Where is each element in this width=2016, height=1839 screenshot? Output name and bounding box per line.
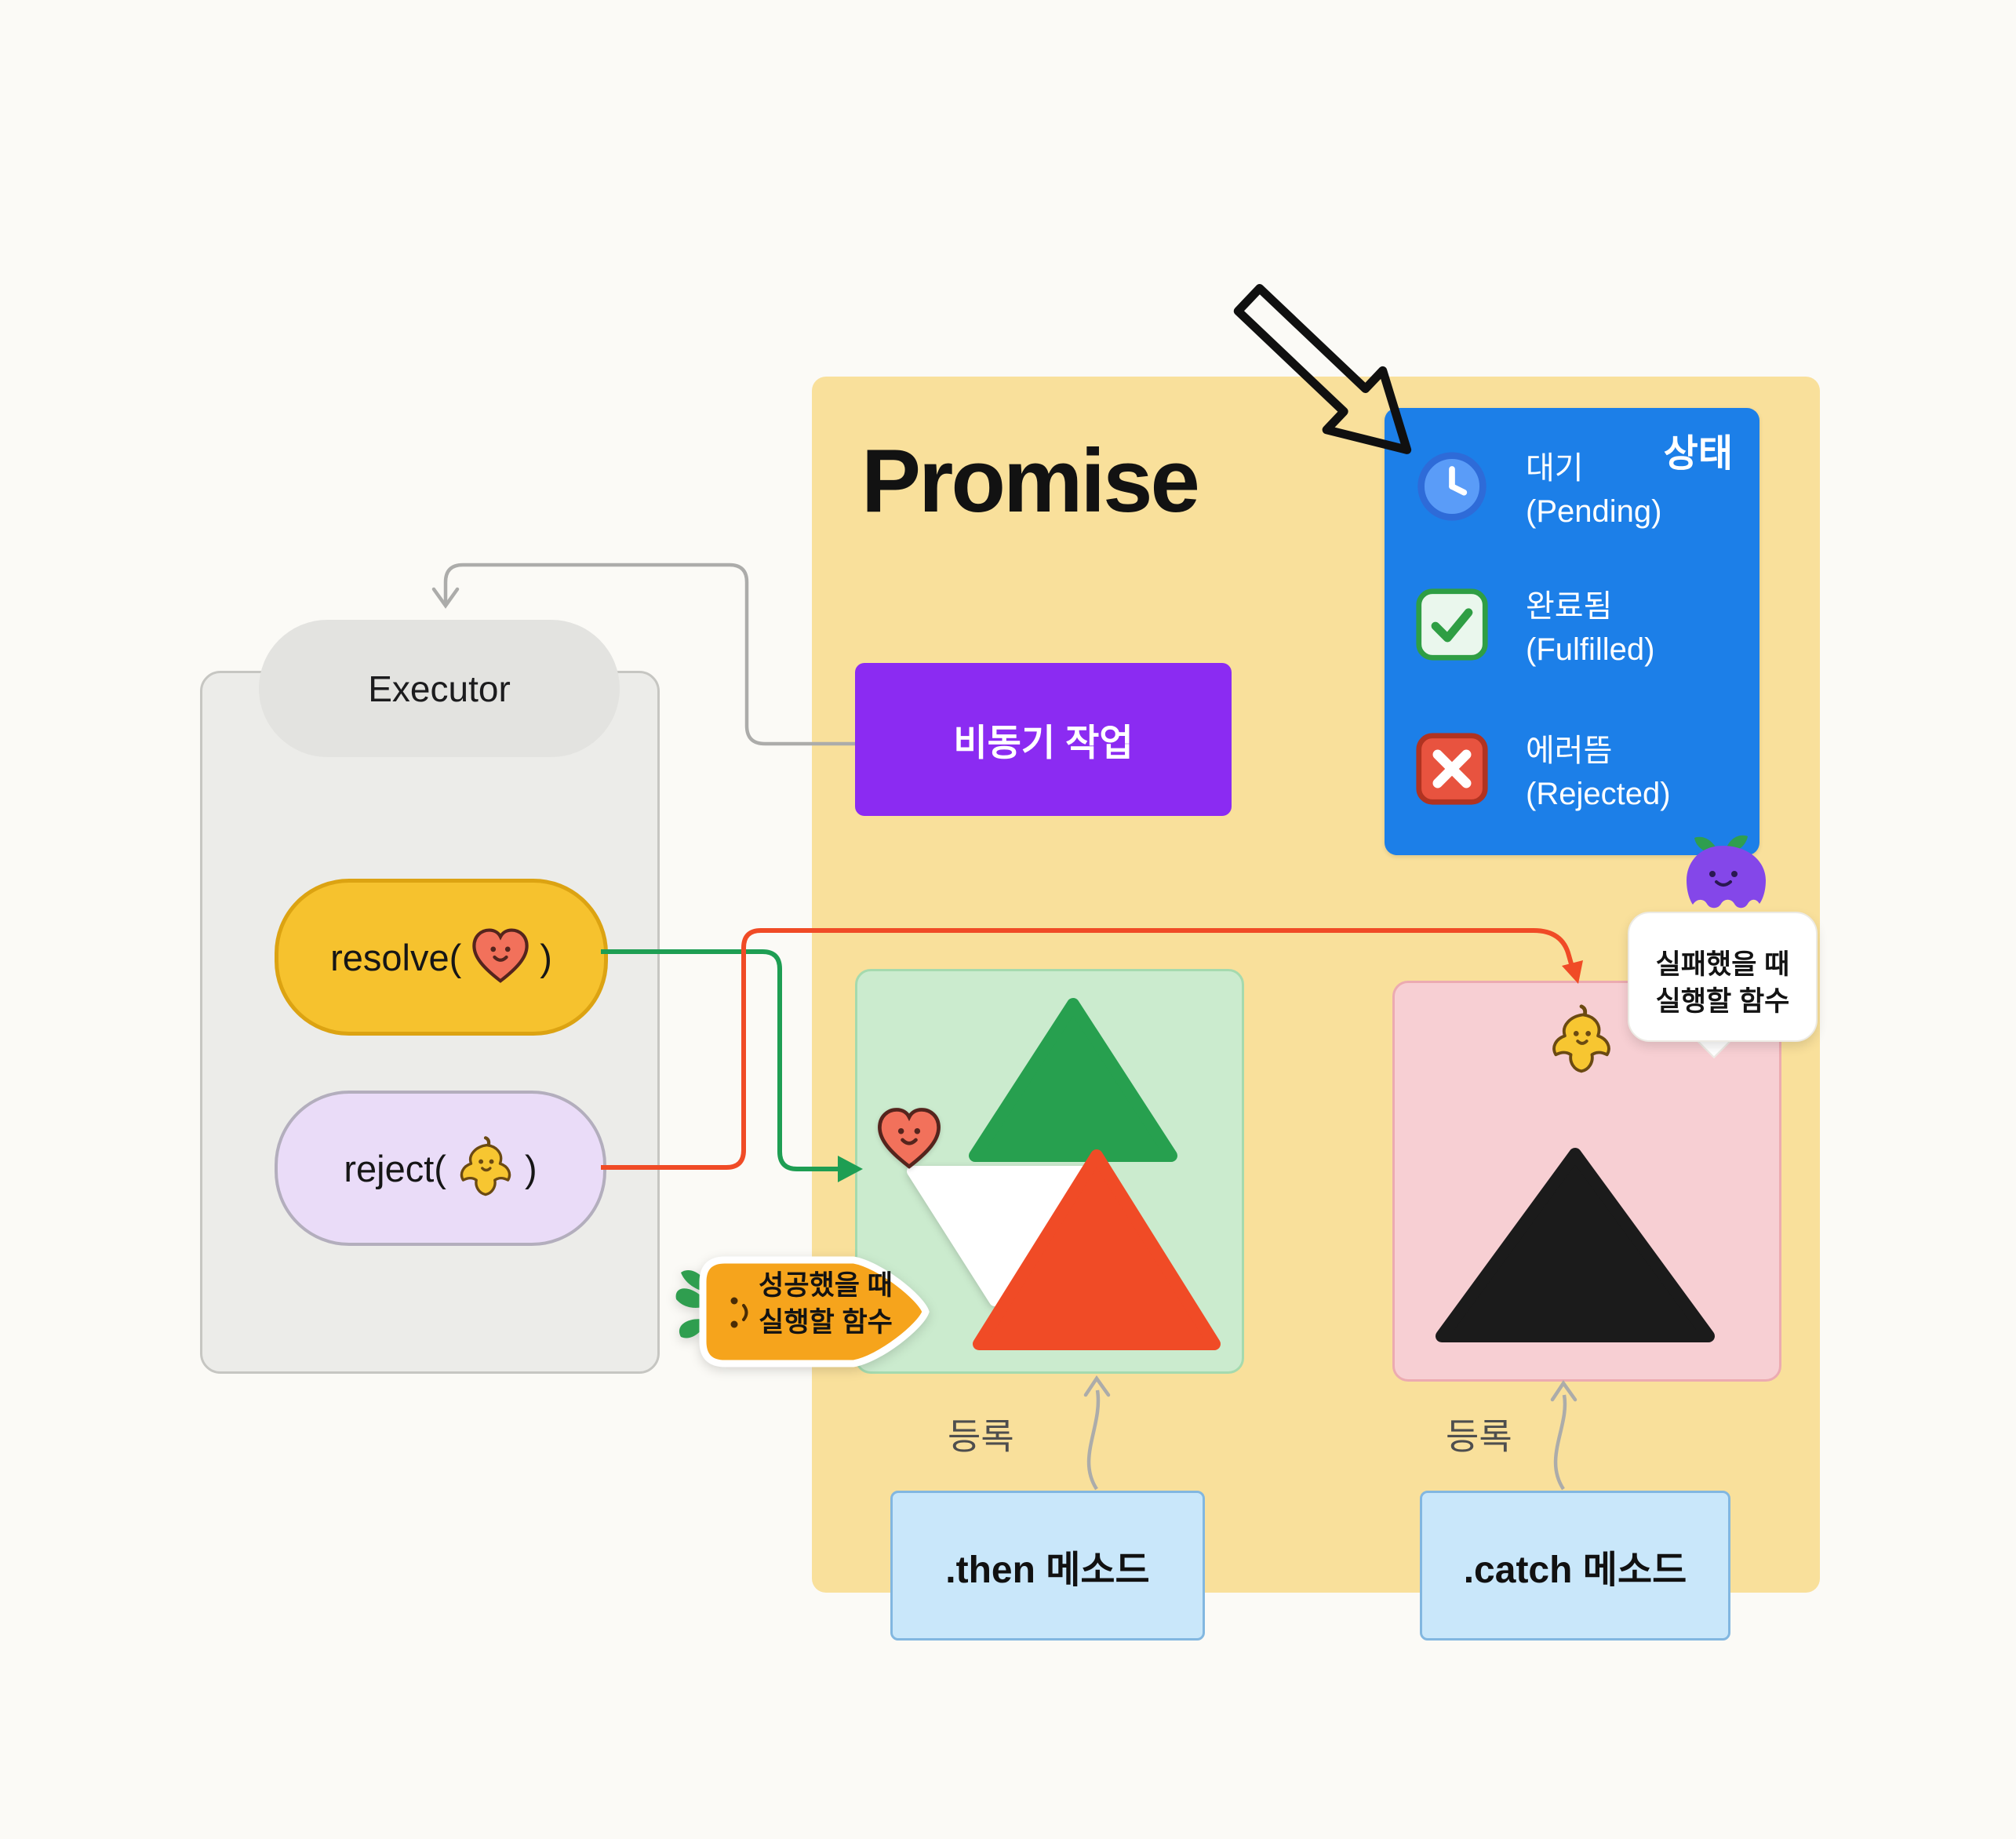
green-triangle	[969, 998, 1177, 1162]
failure-bubble-line2: 실행할 함수	[1655, 986, 1790, 1017]
failure-callback-bubble: 실패했을 때 실행할 함수	[1628, 912, 1818, 1042]
then-register-label: 등록	[948, 1416, 1014, 1457]
state-panel: 상태 대기 (Pending) 완료됨	[1385, 408, 1759, 855]
resolve-label-suffix: )	[540, 936, 552, 978]
black-triangle	[1436, 1148, 1715, 1342]
state-fulfilled-label-en: (Fulfilled)	[1526, 632, 1655, 667]
radish-character-icon	[1671, 835, 1774, 929]
check-icon	[1414, 587, 1490, 662]
banana-peel-icon	[453, 1135, 519, 1201]
resolve-pill: resolve( )	[275, 879, 608, 1036]
state-pending-row: 대기 (Pending)	[1414, 449, 1661, 528]
reject-label-suffix: )	[524, 1147, 537, 1189]
state-pending-label-en: (Pending)	[1526, 494, 1662, 529]
then-method-label: .then 메소드	[945, 1549, 1150, 1591]
reject-label-prefix: reject(	[344, 1147, 446, 1189]
heart-face-icon	[468, 924, 533, 990]
failure-bubble-line1: 실패했을 때	[1655, 949, 1790, 981]
state-fulfilled-label-ko: 완료됨	[1526, 589, 1613, 624]
banana-peel-icon	[1544, 1003, 1619, 1079]
catch-method-label: .catch 메소드	[1463, 1549, 1687, 1591]
state-pending-label-ko: 대기	[1526, 451, 1584, 486]
success-callback-bubble: 성공했을 때 실행할 함수	[667, 1241, 937, 1382]
reject-pill: reject( )	[275, 1091, 606, 1246]
catch-method-box: .catch 메소드	[1420, 1491, 1730, 1641]
state-panel-title: 상태	[1663, 433, 1733, 475]
executor-label: Executor	[368, 668, 511, 709]
async-task-box: 비동기 작업	[855, 663, 1232, 816]
state-rejected-label-en: (Rejected)	[1526, 777, 1671, 811]
success-bubble-line2: 실행할 함수	[759, 1306, 893, 1338]
state-fulfilled-row: 완료됨 (Fulfilled)	[1414, 587, 1654, 666]
async-task-label: 비동기 작업	[953, 722, 1134, 763]
resolve-label-prefix: resolve(	[330, 936, 462, 978]
state-rejected-row: 에러뜸 (Rejected)	[1414, 731, 1671, 810]
state-rejected-label-ko: 에러뜸	[1526, 734, 1613, 768]
catch-register-label: 등록	[1446, 1416, 1512, 1457]
executor-title-pill: Executor	[259, 620, 620, 757]
clock-icon	[1414, 449, 1490, 524]
x-icon	[1414, 731, 1490, 807]
page-title: Promise	[861, 432, 1200, 531]
red-triangle	[973, 1149, 1221, 1350]
then-method-box: .then 메소드	[890, 1491, 1205, 1641]
success-bubble-line1: 성공했을 때	[759, 1270, 893, 1301]
heart-face-icon	[872, 1103, 946, 1177]
